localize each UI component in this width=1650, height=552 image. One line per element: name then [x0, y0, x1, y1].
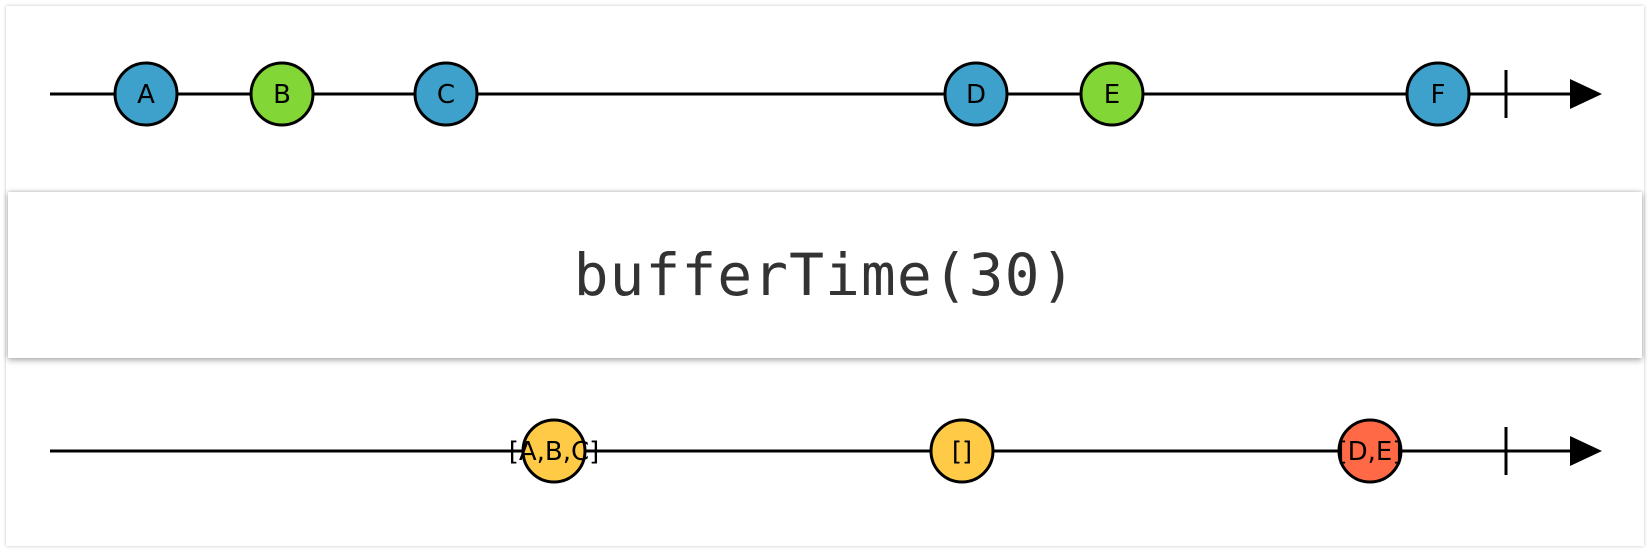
input-marble: A — [113, 61, 179, 127]
operator-box: bufferTime(30) — [8, 192, 1642, 358]
output-timeline: [A,B,C] [] [D,E] — [50, 418, 1602, 484]
operator-label: bufferTime(30) — [573, 241, 1077, 309]
input-marbles: A B C D E F — [113, 61, 1471, 127]
output-marble-circle — [521, 418, 587, 484]
input-marble-label: A — [137, 80, 155, 110]
output-marble-circle — [1337, 418, 1403, 484]
output-timeline-arrowhead — [1570, 436, 1602, 466]
input-marble: F — [1405, 61, 1471, 127]
input-marble-label: F — [1431, 80, 1446, 110]
input-marble: E — [1079, 61, 1145, 127]
input-marble-circle — [1079, 61, 1145, 127]
input-marble: D — [943, 61, 1009, 127]
output-marbles: [A,B,C] [] [D,E] — [509, 418, 1403, 484]
output-marble-label: [D,E] — [1338, 437, 1403, 467]
input-marble: C — [413, 61, 479, 127]
input-timeline: A B C D E F — [50, 61, 1602, 127]
output-marble: [] — [929, 418, 995, 484]
output-marble: [D,E] — [1337, 418, 1403, 484]
input-marble-circle — [113, 61, 179, 127]
output-marble-label: [] — [952, 437, 972, 467]
output-marble: [A,B,C] — [509, 418, 600, 484]
output-marble-label: [A,B,C] — [509, 437, 600, 467]
input-marble-circle — [943, 61, 1009, 127]
input-marble: B — [249, 61, 315, 127]
input-marble-label: B — [273, 80, 291, 110]
input-timeline-arrowhead — [1570, 79, 1602, 109]
input-marble-circle — [249, 61, 315, 127]
input-marble-circle — [1405, 61, 1471, 127]
input-marble-circle — [413, 61, 479, 127]
input-marble-label: E — [1104, 80, 1120, 110]
input-marble-label: D — [966, 80, 986, 110]
output-marble-circle — [929, 418, 995, 484]
input-marble-label: C — [437, 80, 455, 110]
